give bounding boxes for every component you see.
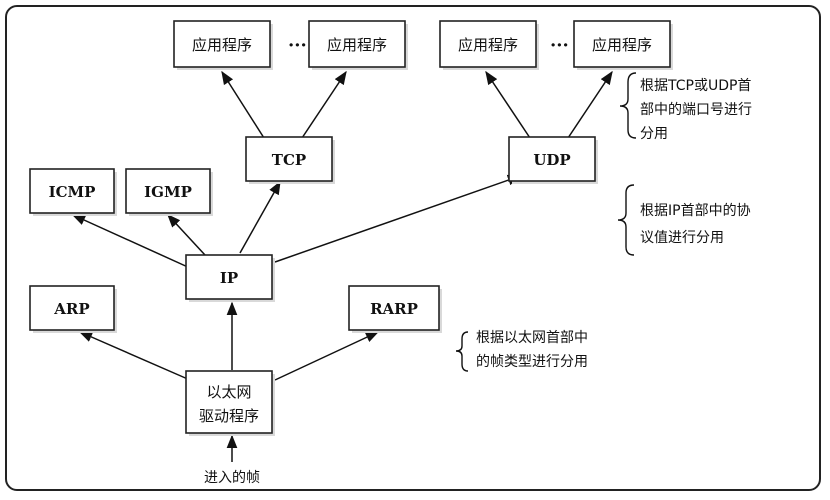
app-box-1-label: 应用程序 <box>192 36 252 54</box>
app-box-1: 应用程序 <box>173 20 273 70</box>
tcp-box: TCP <box>245 136 335 184</box>
transport-note-line-1: 根据TCP或UDP首 <box>640 78 751 94</box>
rarp-label: RARP <box>370 300 418 318</box>
edge-ip-udp <box>274 174 522 263</box>
transport-note-line-2: 部中的端口号进行 <box>640 102 752 118</box>
ethernet-demux-note: 根据以太网首部中 的帧类型进行分用 <box>476 330 588 370</box>
edge-udp-app3 <box>485 70 531 139</box>
edge-udp-app4 <box>567 70 613 139</box>
diagram-frame <box>5 5 821 491</box>
arp-box: ARP <box>29 285 117 333</box>
ip-note-line-2: 议值进行分用 <box>640 230 724 246</box>
ethernet-driver-label-line2: 驱动程序 <box>199 407 259 425</box>
icmp-box: ICMP <box>29 168 117 216</box>
ethernet-note-line-1: 根据以太网首部中 <box>476 330 588 346</box>
ip-note-line-1: 根据IP首部中的协 <box>640 203 751 219</box>
ip-box: IP <box>185 254 275 302</box>
rarp-box: RARP <box>348 285 442 333</box>
edge-ip-igmp <box>167 214 206 256</box>
igmp-label: IGMP <box>144 183 192 201</box>
app-box-3: 应用程序 <box>439 20 539 70</box>
edges <box>71 70 613 462</box>
app-box-2-label: 应用程序 <box>327 36 387 54</box>
edge-driver-arp <box>78 331 191 381</box>
edge-tcp-app2 <box>301 70 347 139</box>
incoming-frame-label: 进入的帧 <box>204 470 260 486</box>
ip-note-brace <box>617 184 635 256</box>
arp-label: ARP <box>53 300 89 318</box>
tcp-label: TCP <box>272 151 306 169</box>
transport-note-line-3: 分用 <box>640 126 668 142</box>
edge-ip-icmp <box>71 214 191 269</box>
udp-app-ellipsis: ··· <box>550 35 569 56</box>
edge-ip-tcp <box>239 180 281 254</box>
app-box-4: 应用程序 <box>573 20 673 70</box>
ethernet-note-line-2: 的帧类型进行分用 <box>476 354 588 370</box>
ethernet-driver-label-line1: 以太网 <box>206 383 251 401</box>
icmp-label: ICMP <box>49 183 96 201</box>
ethernet-note-brace <box>455 331 469 372</box>
transport-demux-note: 根据TCP或UDP首 部中的端口号进行 分用 <box>640 78 752 142</box>
tcp-app-ellipsis: ··· <box>288 35 307 56</box>
ip-label: IP <box>220 269 238 287</box>
edge-tcp-app1 <box>221 70 265 139</box>
app-box-3-label: 应用程序 <box>458 36 518 54</box>
app-box-4-label: 应用程序 <box>592 36 652 54</box>
edge-driver-rarp <box>274 331 380 381</box>
ip-demux-note: 根据IP首部中的协 议值进行分用 <box>640 203 751 246</box>
app-box-2: 应用程序 <box>308 20 408 70</box>
transport-note-brace <box>619 72 637 139</box>
ethernet-driver-box: 以太网 驱动程序 <box>185 370 275 436</box>
udp-box: UDP <box>508 136 598 184</box>
udp-label: UDP <box>533 151 570 169</box>
igmp-box: IGMP <box>125 168 213 216</box>
